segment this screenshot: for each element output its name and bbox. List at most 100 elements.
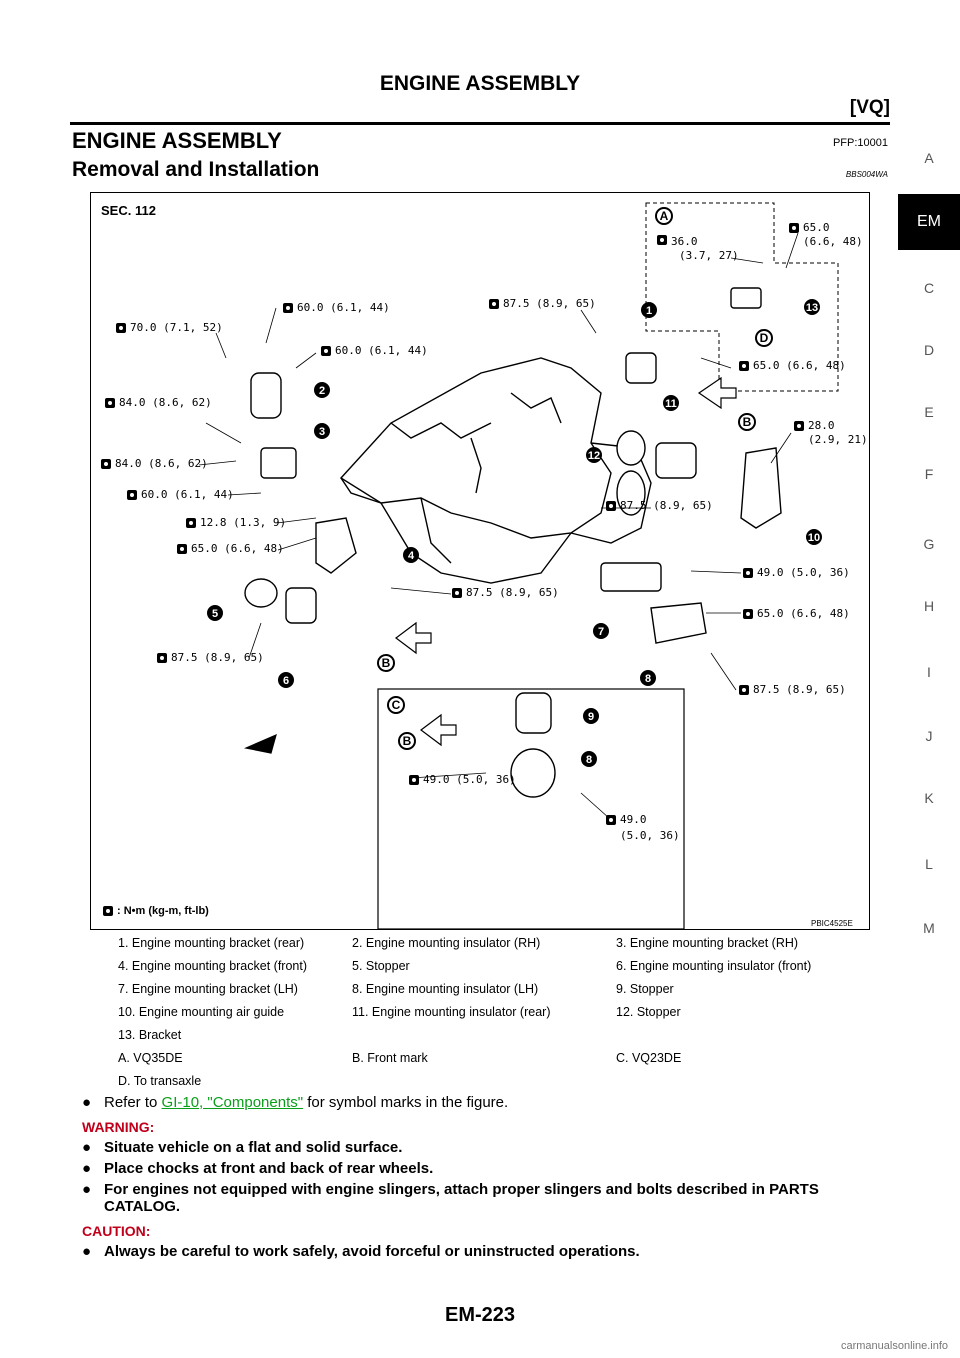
- callout-number-inset: 8: [586, 754, 592, 766]
- components-link[interactable]: GI-10, "Components": [161, 1094, 304, 1111]
- torque-label: 84.0 (8.6, 62): [115, 457, 208, 470]
- bullet-icon: ●: [82, 1139, 92, 1156]
- callout-number: 4: [408, 550, 415, 562]
- procedure-notes: ● Refer to GI-10, "Components" for symbol…: [82, 1094, 892, 1264]
- torque-label: 87.5 (8.9, 65): [753, 683, 846, 696]
- callout-number: 5: [212, 608, 218, 620]
- torque-label: 49.0: [620, 813, 647, 826]
- section-code: PFP:10001: [832, 137, 888, 149]
- side-index-c[interactable]: C: [923, 280, 935, 296]
- legend-row: 13. Bracket: [108, 1028, 870, 1051]
- bullet-icon: ●: [82, 1243, 92, 1260]
- torque-label: (2.9, 21): [808, 433, 868, 446]
- callout-letter: D: [760, 331, 769, 345]
- side-index-h[interactable]: H: [923, 598, 935, 614]
- callout-number: 11: [665, 398, 677, 410]
- subsection-title: Removal and Installation: [72, 158, 320, 181]
- side-index-l[interactable]: L: [925, 856, 933, 872]
- callout-letter-b: B: [382, 656, 391, 670]
- torque-label: 12.8 (1.3, 9): [200, 516, 286, 529]
- figure-code: PBIC4525E: [811, 919, 853, 928]
- legend-item: D. To transaxle: [118, 1074, 202, 1088]
- torque-label: (5.0, 36): [620, 829, 680, 842]
- callout-number: 9: [588, 711, 594, 723]
- warning-heading: WARNING:: [82, 1119, 155, 1135]
- torque-label: 87.5 (8.9, 65): [503, 297, 596, 310]
- leader-lines: [198, 232, 799, 819]
- legend-item: 3. Engine mounting bracket (RH): [616, 936, 799, 950]
- side-index-m[interactable]: M: [923, 920, 935, 936]
- bullet-icon: ●: [82, 1181, 92, 1198]
- callout-number: 6: [283, 675, 289, 687]
- engine-block-drawing: [339, 357, 652, 584]
- torque-label: 87.5 (8.9, 65): [171, 651, 264, 664]
- torque-label: 49.0 (5.0, 36): [757, 566, 850, 579]
- torque-label: 65.0 (6.6, 48): [757, 607, 850, 620]
- side-index-k[interactable]: K: [924, 790, 934, 806]
- legend-row: 1. Engine mounting bracket (rear) 2. Eng…: [108, 936, 870, 959]
- callout-letter-b-inset: B: [403, 734, 412, 748]
- legend-item: 1. Engine mounting bracket (rear): [118, 936, 305, 950]
- legend-row: 4. Engine mounting bracket (front) 5. St…: [108, 959, 870, 982]
- side-index-em[interactable]: EM: [898, 194, 960, 250]
- torque-label: 65.0: [803, 221, 830, 234]
- page-header-title: ENGINE ASSEMBLY: [379, 72, 581, 95]
- torque-label: 84.0 (8.6, 62): [119, 396, 212, 409]
- engine-code: [VQ]: [849, 97, 890, 118]
- callout-letter: B: [743, 415, 752, 429]
- torque-label: 60.0 (6.1, 44): [335, 344, 428, 357]
- front-mark-arrows: [244, 376, 737, 754]
- vq35de-dashed-frame: [645, 202, 839, 392]
- watermark: carmanualsonline.info: [840, 1340, 948, 1352]
- legend-item: 12. Stopper: [616, 1005, 681, 1019]
- torque-label: 87.5 (8.9, 65): [620, 499, 713, 512]
- torque-label: 60.0 (6.1, 44): [141, 488, 234, 501]
- header-rule: [70, 122, 890, 125]
- legend-item: 7. Engine mounting bracket (LH): [118, 982, 298, 996]
- side-index-i[interactable]: I: [927, 664, 931, 680]
- legend-row: 7. Engine mounting bracket (LH) 8. Engin…: [108, 982, 870, 1005]
- legend-item: 11. Engine mounting insulator (rear): [352, 1005, 551, 1019]
- torque-label: (6.6, 48): [803, 235, 863, 248]
- side-index-j[interactable]: J: [925, 728, 933, 744]
- legend-item: 10. Engine mounting air guide: [118, 1005, 285, 1019]
- callout-letter: C: [392, 698, 401, 712]
- caution-item: ●Always be careful to work safely, avoid…: [82, 1243, 640, 1260]
- refer-prefix: Refer to: [104, 1094, 162, 1111]
- warning-item: ●Situate vehicle on a flat and solid sur…: [82, 1139, 403, 1156]
- sec-label: SEC. 112: [101, 203, 156, 218]
- side-index-a[interactable]: A: [924, 150, 934, 166]
- callout-number: 10: [808, 532, 820, 544]
- page-number: EM-223: [444, 1304, 516, 1326]
- torque-label: 65.0 (6.6, 48): [191, 542, 284, 555]
- caution-heading: CAUTION:: [82, 1223, 151, 1239]
- torque-label: 36.0: [671, 235, 698, 248]
- callout-number: 13: [806, 302, 818, 314]
- refer-note: ● Refer to GI-10, "Components" for symbol…: [82, 1094, 892, 1111]
- diagram-svg: SEC. 112 65.0 (6.6, 48) 36.0 (3.7, 27) 8…: [101, 202, 868, 930]
- refer-suffix: for symbol marks in the figure.: [303, 1094, 509, 1111]
- legend-row: D. To transaxle: [108, 1074, 870, 1097]
- legend-item: 2. Engine mounting insulator (RH): [352, 936, 541, 950]
- callout-number: 3: [319, 426, 325, 438]
- legend-item: 5. Stopper: [352, 959, 410, 973]
- mount-parts-drawing: [244, 287, 782, 798]
- legend-row: A. VQ35DE B. Front mark C. VQ23DE: [108, 1051, 870, 1074]
- side-index-e[interactable]: E: [924, 404, 934, 420]
- bullet-icon: ●: [82, 1094, 92, 1111]
- callout-number: 12: [588, 450, 600, 462]
- torque-label: 28.0: [808, 419, 835, 432]
- engine-mount-diagram: SEC. 112 65.0 (6.6, 48) 36.0 (3.7, 27) 8…: [90, 192, 870, 930]
- callout-number: 1: [646, 305, 652, 317]
- side-index-g[interactable]: G: [923, 536, 935, 552]
- torque-label: 70.0 (7.1, 52): [130, 321, 223, 334]
- callout-letter: A: [660, 209, 669, 223]
- legend-row: 10. Engine mounting air guide 11. Engine…: [108, 1005, 870, 1028]
- side-index-f[interactable]: F: [924, 466, 934, 482]
- legend-item: 9. Stopper: [616, 982, 674, 996]
- torque-label: (3.7, 27): [679, 249, 739, 262]
- warning-item: ●Place chocks at front and back of rear …: [82, 1160, 434, 1177]
- side-index-d[interactable]: D: [923, 342, 935, 358]
- unit-note: : N•m (kg-m, ft-lb): [117, 905, 209, 917]
- legend-item: A. VQ35DE: [118, 1051, 183, 1065]
